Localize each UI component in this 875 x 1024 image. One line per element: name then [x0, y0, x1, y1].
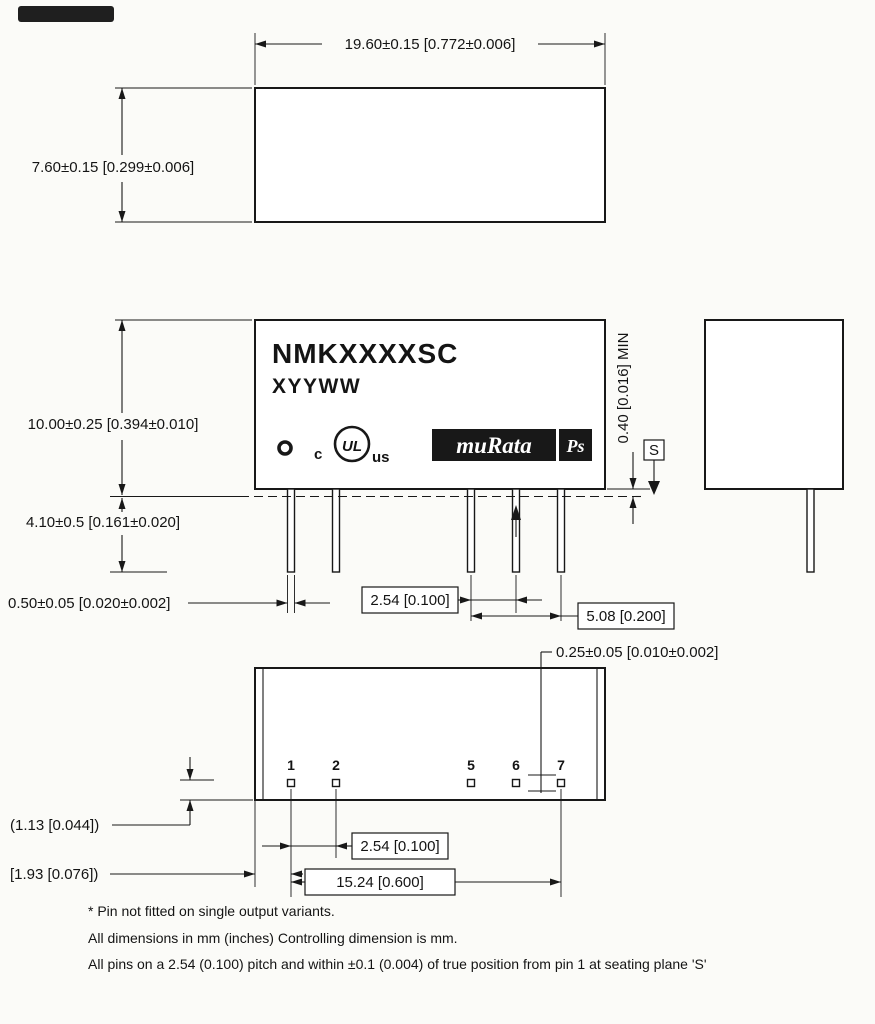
pin1-indicator-icon — [277, 440, 293, 456]
dim-box — [361, 586, 459, 614]
bottom-view: 1 2 5 6 7 0.25±0.05 [0.010±0.002] (1.13 … — [10, 644, 718, 897]
front-span-dimension: 5.08 [0.200] — [471, 575, 675, 630]
standoff-dimension: 0.40 [0.016] MIN — [607, 333, 650, 524]
date-code-label: XYYWW — [272, 375, 361, 398]
note-asterisk: * Pin not fitted on single output varian… — [88, 903, 335, 919]
datum-label: S — [649, 442, 659, 459]
body-height-dim-label: 10.00±0.25 [0.394±0.010] — [28, 416, 199, 433]
side-view-body-outline — [704, 319, 844, 490]
front-view: NMKXXXXSC XYYWW c UL us muRata Ps — [8, 319, 675, 630]
top-width-dimension: 19.60±0.15 [0.772±0.006] — [254, 33, 606, 85]
pin-offset-dimension: (1.13 [0.044]) — [10, 757, 253, 834]
bottom-pitch-dimension: 2.54 [0.100] — [262, 789, 449, 897]
pin-5 — [466, 488, 476, 573]
pin-width-dimension: 0.50±0.05 [0.020±0.002] — [8, 575, 330, 613]
murata-ps-plate — [559, 429, 592, 461]
pin-width-dim-label: 0.50±0.05 [0.020±0.002] — [8, 595, 170, 612]
standoff-dim-label: 0.40 [0.016] MIN — [615, 333, 632, 444]
murata-logo-plate — [432, 429, 556, 461]
pin-edge-dimension: [1.93 [0.076]) — [10, 800, 303, 887]
dim-box — [577, 602, 675, 630]
dim-box — [304, 868, 456, 896]
part-number-label: NMKXXXXSC — [272, 338, 458, 369]
pin-number-label: 6 — [512, 757, 520, 773]
pin-thickness-dimension: 0.25±0.05 [0.010±0.002] — [528, 644, 718, 793]
front-span-dim-label: 5.08 [0.200] — [586, 608, 665, 625]
bottom-view-pins: 1 2 5 6 7 — [286, 757, 566, 788]
scan-artifact — [18, 6, 114, 22]
front-pitch-dim-label: 2.54 [0.100] — [370, 592, 449, 609]
asterisk-pin-marker — [511, 505, 521, 537]
ul-recognized-mark: c UL us — [314, 425, 390, 466]
side-view — [704, 319, 844, 573]
murata-ps-label: Ps — [566, 436, 585, 456]
pin-number-label: 1 — [287, 757, 295, 773]
pin-edge-dim-label: [1.93 [0.076]) — [10, 866, 98, 883]
note-dimensions: All dimensions in mm (inches) Controllin… — [88, 930, 458, 946]
up-arrow-icon — [511, 505, 521, 520]
ul-us-label: us — [372, 449, 390, 466]
note-pitch-tolerance: All pins on a 2.54 (0.100) pitch and wit… — [88, 956, 707, 972]
bottom-span-dimension: 15.24 [0.600] — [291, 789, 562, 897]
pin-1 — [286, 488, 296, 573]
seating-plane-datum: S — [643, 439, 665, 495]
pin-offset-dim-label: (1.13 [0.044]) — [10, 817, 99, 834]
pin-length-dimension: 4.10±0.5 [0.161±0.020] — [26, 498, 180, 573]
body-height-dimension: 10.00±0.25 [0.394±0.010] — [28, 319, 252, 495]
pin-7 — [556, 488, 566, 573]
murata-brand-label: muRata — [456, 433, 531, 458]
ul-letters-label: UL — [342, 438, 362, 455]
front-pitch-dimension: 2.54 [0.100] — [361, 575, 542, 621]
pin-pad-2 — [331, 778, 341, 788]
top-height-dimension: 7.60±0.15 [0.299±0.006] — [32, 87, 252, 223]
top-width-dim-label: 19.60±0.15 [0.772±0.006] — [345, 36, 516, 53]
pin-pad-7 — [556, 778, 566, 788]
dim-box — [351, 832, 449, 860]
murata-logo: muRata Ps — [432, 429, 592, 461]
front-view-pins — [286, 488, 566, 573]
top-height-dim-label: 7.60±0.15 [0.299±0.006] — [32, 159, 194, 176]
side-view-pin — [806, 488, 815, 573]
pin-pad-6 — [511, 778, 521, 788]
pin-length-dim-label: 4.10±0.5 [0.161±0.020] — [26, 514, 180, 531]
bottom-pitch-dim-label: 2.54 [0.100] — [360, 838, 439, 855]
datum-triangle-icon — [648, 481, 660, 495]
notes: * Pin not fitted on single output varian… — [88, 903, 707, 972]
bottom-span-dim-label: 15.24 [0.600] — [336, 874, 424, 891]
top-view: 19.60±0.15 [0.772±0.006] 7.60±0.15 [0.29… — [32, 33, 606, 223]
top-view-body-outline — [254, 87, 606, 223]
pin-2 — [331, 488, 341, 573]
pin-number-label: 2 — [332, 757, 340, 773]
ul-circle-icon — [333, 425, 371, 463]
ul-c-label: c — [314, 446, 322, 463]
pin-pad-1 — [286, 778, 296, 788]
pin-pad-5 — [466, 778, 476, 788]
pin-number-label: 7 — [557, 757, 565, 773]
pin-number-label: 5 — [467, 757, 475, 773]
pin-thickness-dim-label: 0.25±0.05 [0.010±0.002] — [556, 644, 718, 661]
bottom-view-body-outline — [254, 667, 606, 801]
